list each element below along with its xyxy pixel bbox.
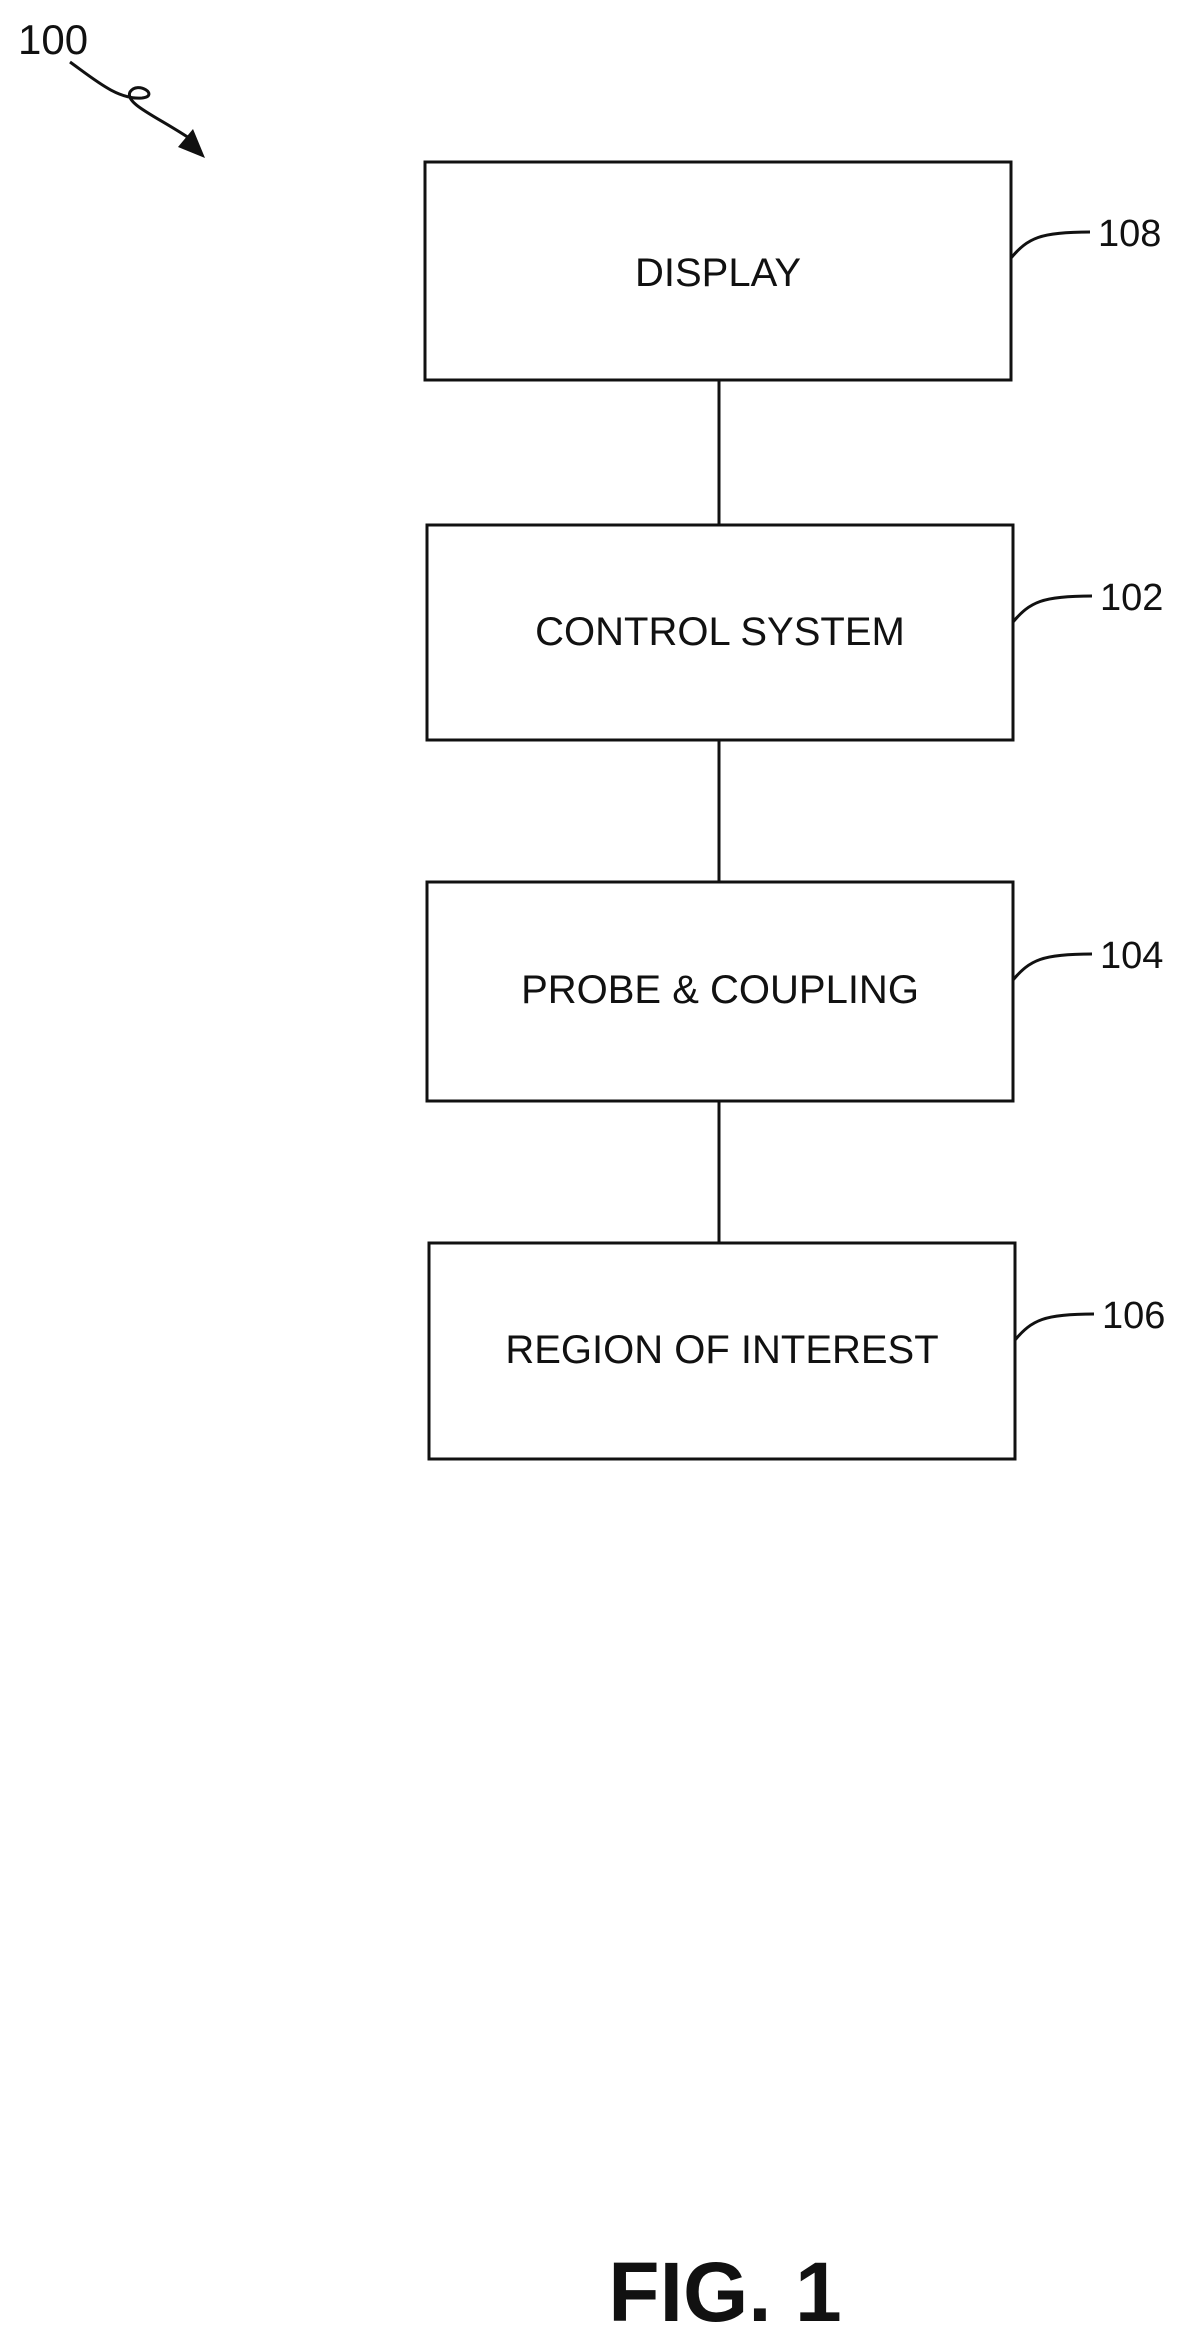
block-probe-coupling-label: PROBE & COUPLING: [521, 968, 919, 1012]
block-control-system: CONTROL SYSTEM 102: [427, 525, 1163, 740]
block-region-of-interest-label: REGION OF INTEREST: [505, 1328, 938, 1372]
block-probe-coupling-ref: 104: [1100, 935, 1163, 977]
block-region-of-interest-ref: 106: [1102, 1295, 1165, 1337]
block-display: DISPLAY 108: [425, 162, 1161, 380]
figure-caption: FIG. 1: [608, 2245, 841, 2339]
system-ref-arrow: [70, 62, 192, 140]
block-probe-coupling: PROBE & COUPLING 104: [427, 882, 1163, 1101]
system-ref-label: 100: [18, 16, 88, 63]
block-display-ref: 108: [1098, 213, 1161, 255]
block-region-of-interest: REGION OF INTEREST 106: [429, 1243, 1165, 1459]
block-control-system-label: CONTROL SYSTEM: [535, 610, 905, 654]
block-display-leader: [1011, 232, 1090, 258]
block-probe-coupling-leader: [1013, 954, 1092, 980]
block-control-system-ref: 102: [1100, 577, 1163, 619]
block-control-system-leader: [1013, 596, 1092, 622]
block-region-of-interest-leader: [1015, 1314, 1094, 1340]
block-display-label: DISPLAY: [635, 251, 801, 295]
